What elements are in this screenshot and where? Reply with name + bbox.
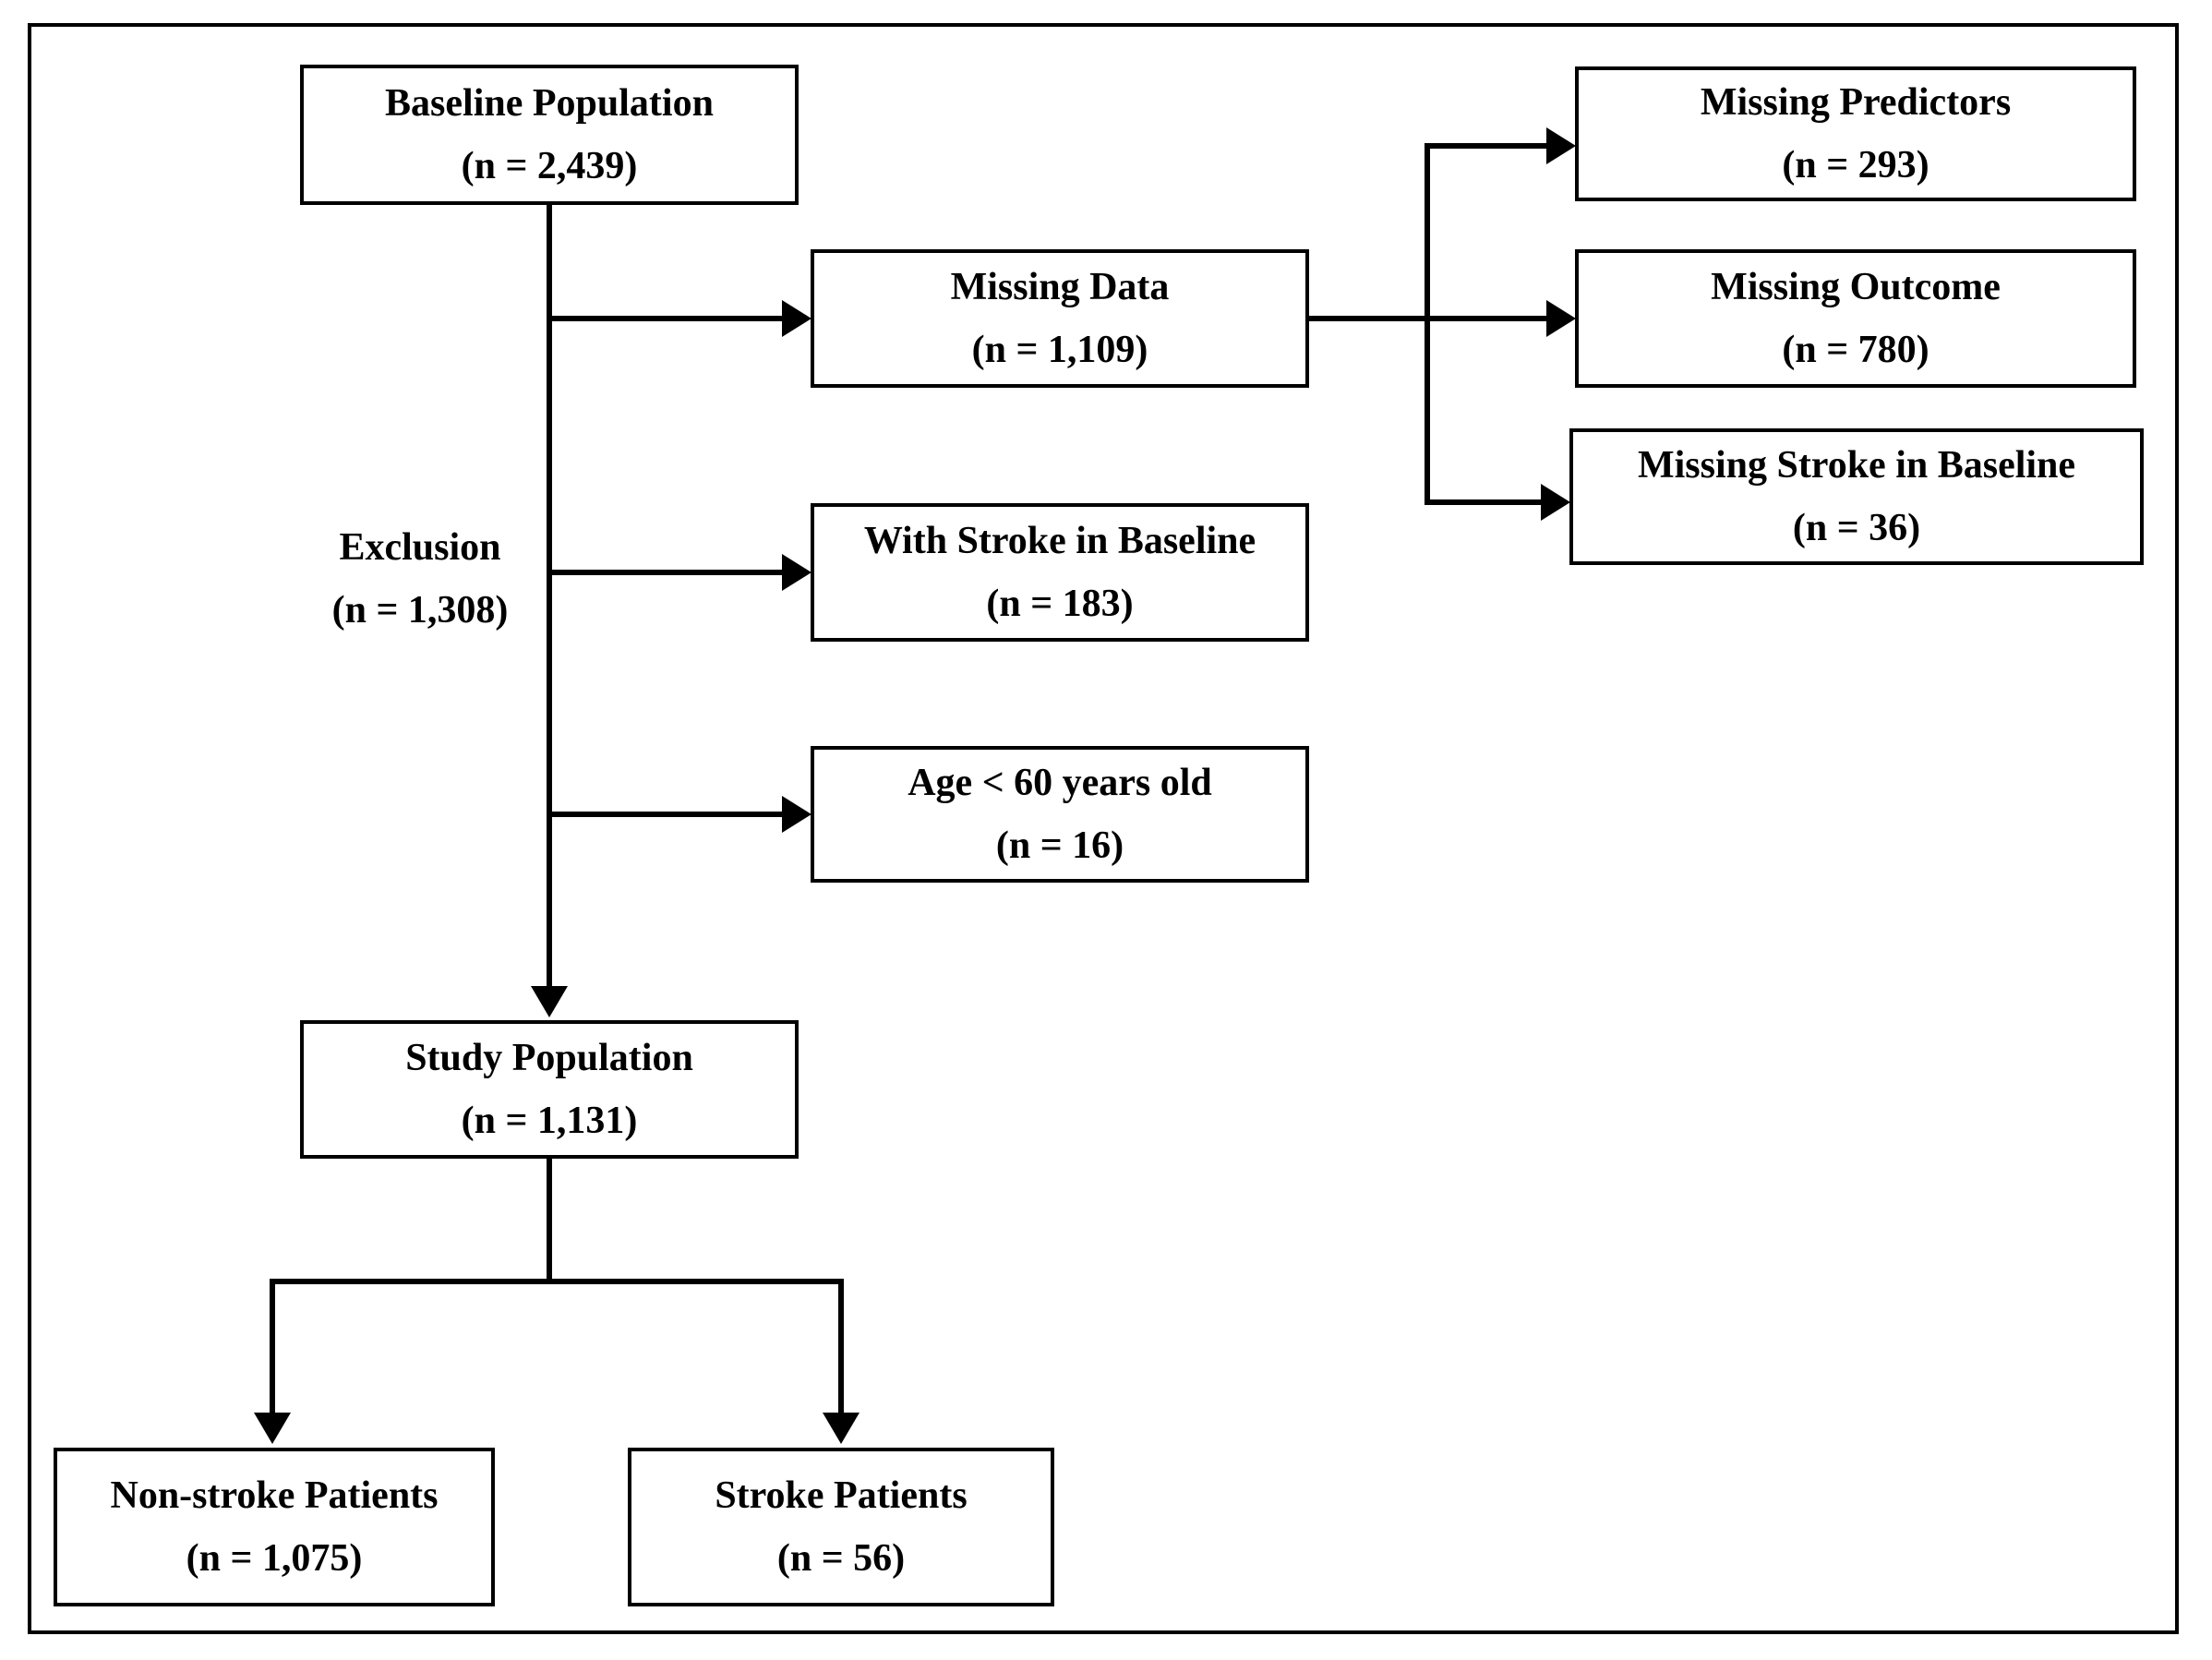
node-study-population-title: Study Population [405, 1037, 693, 1079]
node-non-stroke-patients: Non-stroke Patients (n = 1,075) [54, 1448, 495, 1606]
connector-branch-vertical [1425, 143, 1430, 505]
arrowhead-to-with-stroke [782, 554, 811, 591]
node-baseline-population-title: Baseline Population [385, 82, 714, 125]
arrowhead-to-missing-data [782, 300, 811, 337]
node-age-lt-60-count: (n = 16) [995, 824, 1124, 867]
node-missing-stroke-baseline-count: (n = 36) [1792, 507, 1921, 549]
connector-to-age-lt-60 [549, 812, 784, 817]
node-stroke-patients-title: Stroke Patients [715, 1474, 968, 1517]
node-missing-data-title: Missing Data [950, 266, 1170, 308]
arrowhead-to-stroke [823, 1413, 860, 1444]
connector-study-population-down [547, 1159, 552, 1284]
connector-trunk-vertical [547, 205, 552, 990]
node-baseline-population-count: (n = 2,439) [461, 145, 638, 187]
node-missing-predictors-title: Missing Predictors [1700, 81, 2012, 124]
arrowhead-to-age-lt-60 [782, 796, 811, 833]
arrowhead-to-missing-outcome [1546, 300, 1576, 337]
node-baseline-population: Baseline Population (n = 2,439) [300, 65, 799, 205]
node-non-stroke-patients-count: (n = 1,075) [186, 1537, 363, 1580]
connector-to-missing-stroke-baseline [1430, 499, 1543, 505]
exclusion-label-title: Exclusion [339, 526, 501, 569]
node-with-stroke-baseline-count: (n = 183) [986, 583, 1134, 625]
node-missing-outcome-title: Missing Outcome [1711, 266, 2001, 308]
arrowhead-to-non-stroke [254, 1413, 291, 1444]
connector-split-horizontal [270, 1279, 844, 1284]
connector-to-with-stroke [549, 570, 784, 575]
node-non-stroke-patients-title: Non-stroke Patients [110, 1474, 439, 1517]
exclusion-label: Exclusion (n = 1,308) [295, 510, 545, 648]
node-study-population-count: (n = 1,131) [461, 1100, 638, 1142]
connector-missing-data-out [1309, 316, 1430, 321]
node-missing-predictors: Missing Predictors (n = 293) [1575, 66, 2136, 201]
arrowhead-to-missing-stroke-baseline [1541, 484, 1570, 521]
node-missing-stroke-baseline-title: Missing Stroke in Baseline [1637, 444, 2076, 487]
node-age-lt-60: Age < 60 years old (n = 16) [811, 746, 1309, 883]
node-stroke-patients: Stroke Patients (n = 56) [628, 1448, 1054, 1606]
connector-to-missing-predictors [1430, 143, 1548, 149]
exclusion-label-count: (n = 1,308) [331, 589, 509, 632]
node-missing-outcome-count: (n = 780) [1782, 329, 1929, 371]
node-missing-predictors-count: (n = 293) [1782, 144, 1929, 186]
node-with-stroke-baseline-title: With Stroke in Baseline [863, 520, 1256, 562]
node-missing-outcome: Missing Outcome (n = 780) [1575, 249, 2136, 388]
node-stroke-patients-count: (n = 56) [776, 1537, 906, 1580]
connector-to-non-stroke [270, 1279, 275, 1414]
node-with-stroke-baseline: With Stroke in Baseline (n = 183) [811, 503, 1309, 642]
connector-to-missing-outcome [1430, 316, 1548, 321]
arrowhead-to-missing-predictors [1546, 127, 1576, 164]
node-age-lt-60-title: Age < 60 years old [908, 762, 1212, 804]
node-missing-stroke-baseline: Missing Stroke in Baseline (n = 36) [1569, 428, 2144, 565]
connector-to-missing-data [549, 316, 784, 321]
connector-to-stroke [838, 1279, 844, 1414]
node-missing-data: Missing Data (n = 1,109) [811, 249, 1309, 388]
node-missing-data-count: (n = 1,109) [971, 329, 1148, 371]
arrowhead-to-study-population [531, 986, 568, 1017]
node-study-population: Study Population (n = 1,131) [300, 1020, 799, 1159]
